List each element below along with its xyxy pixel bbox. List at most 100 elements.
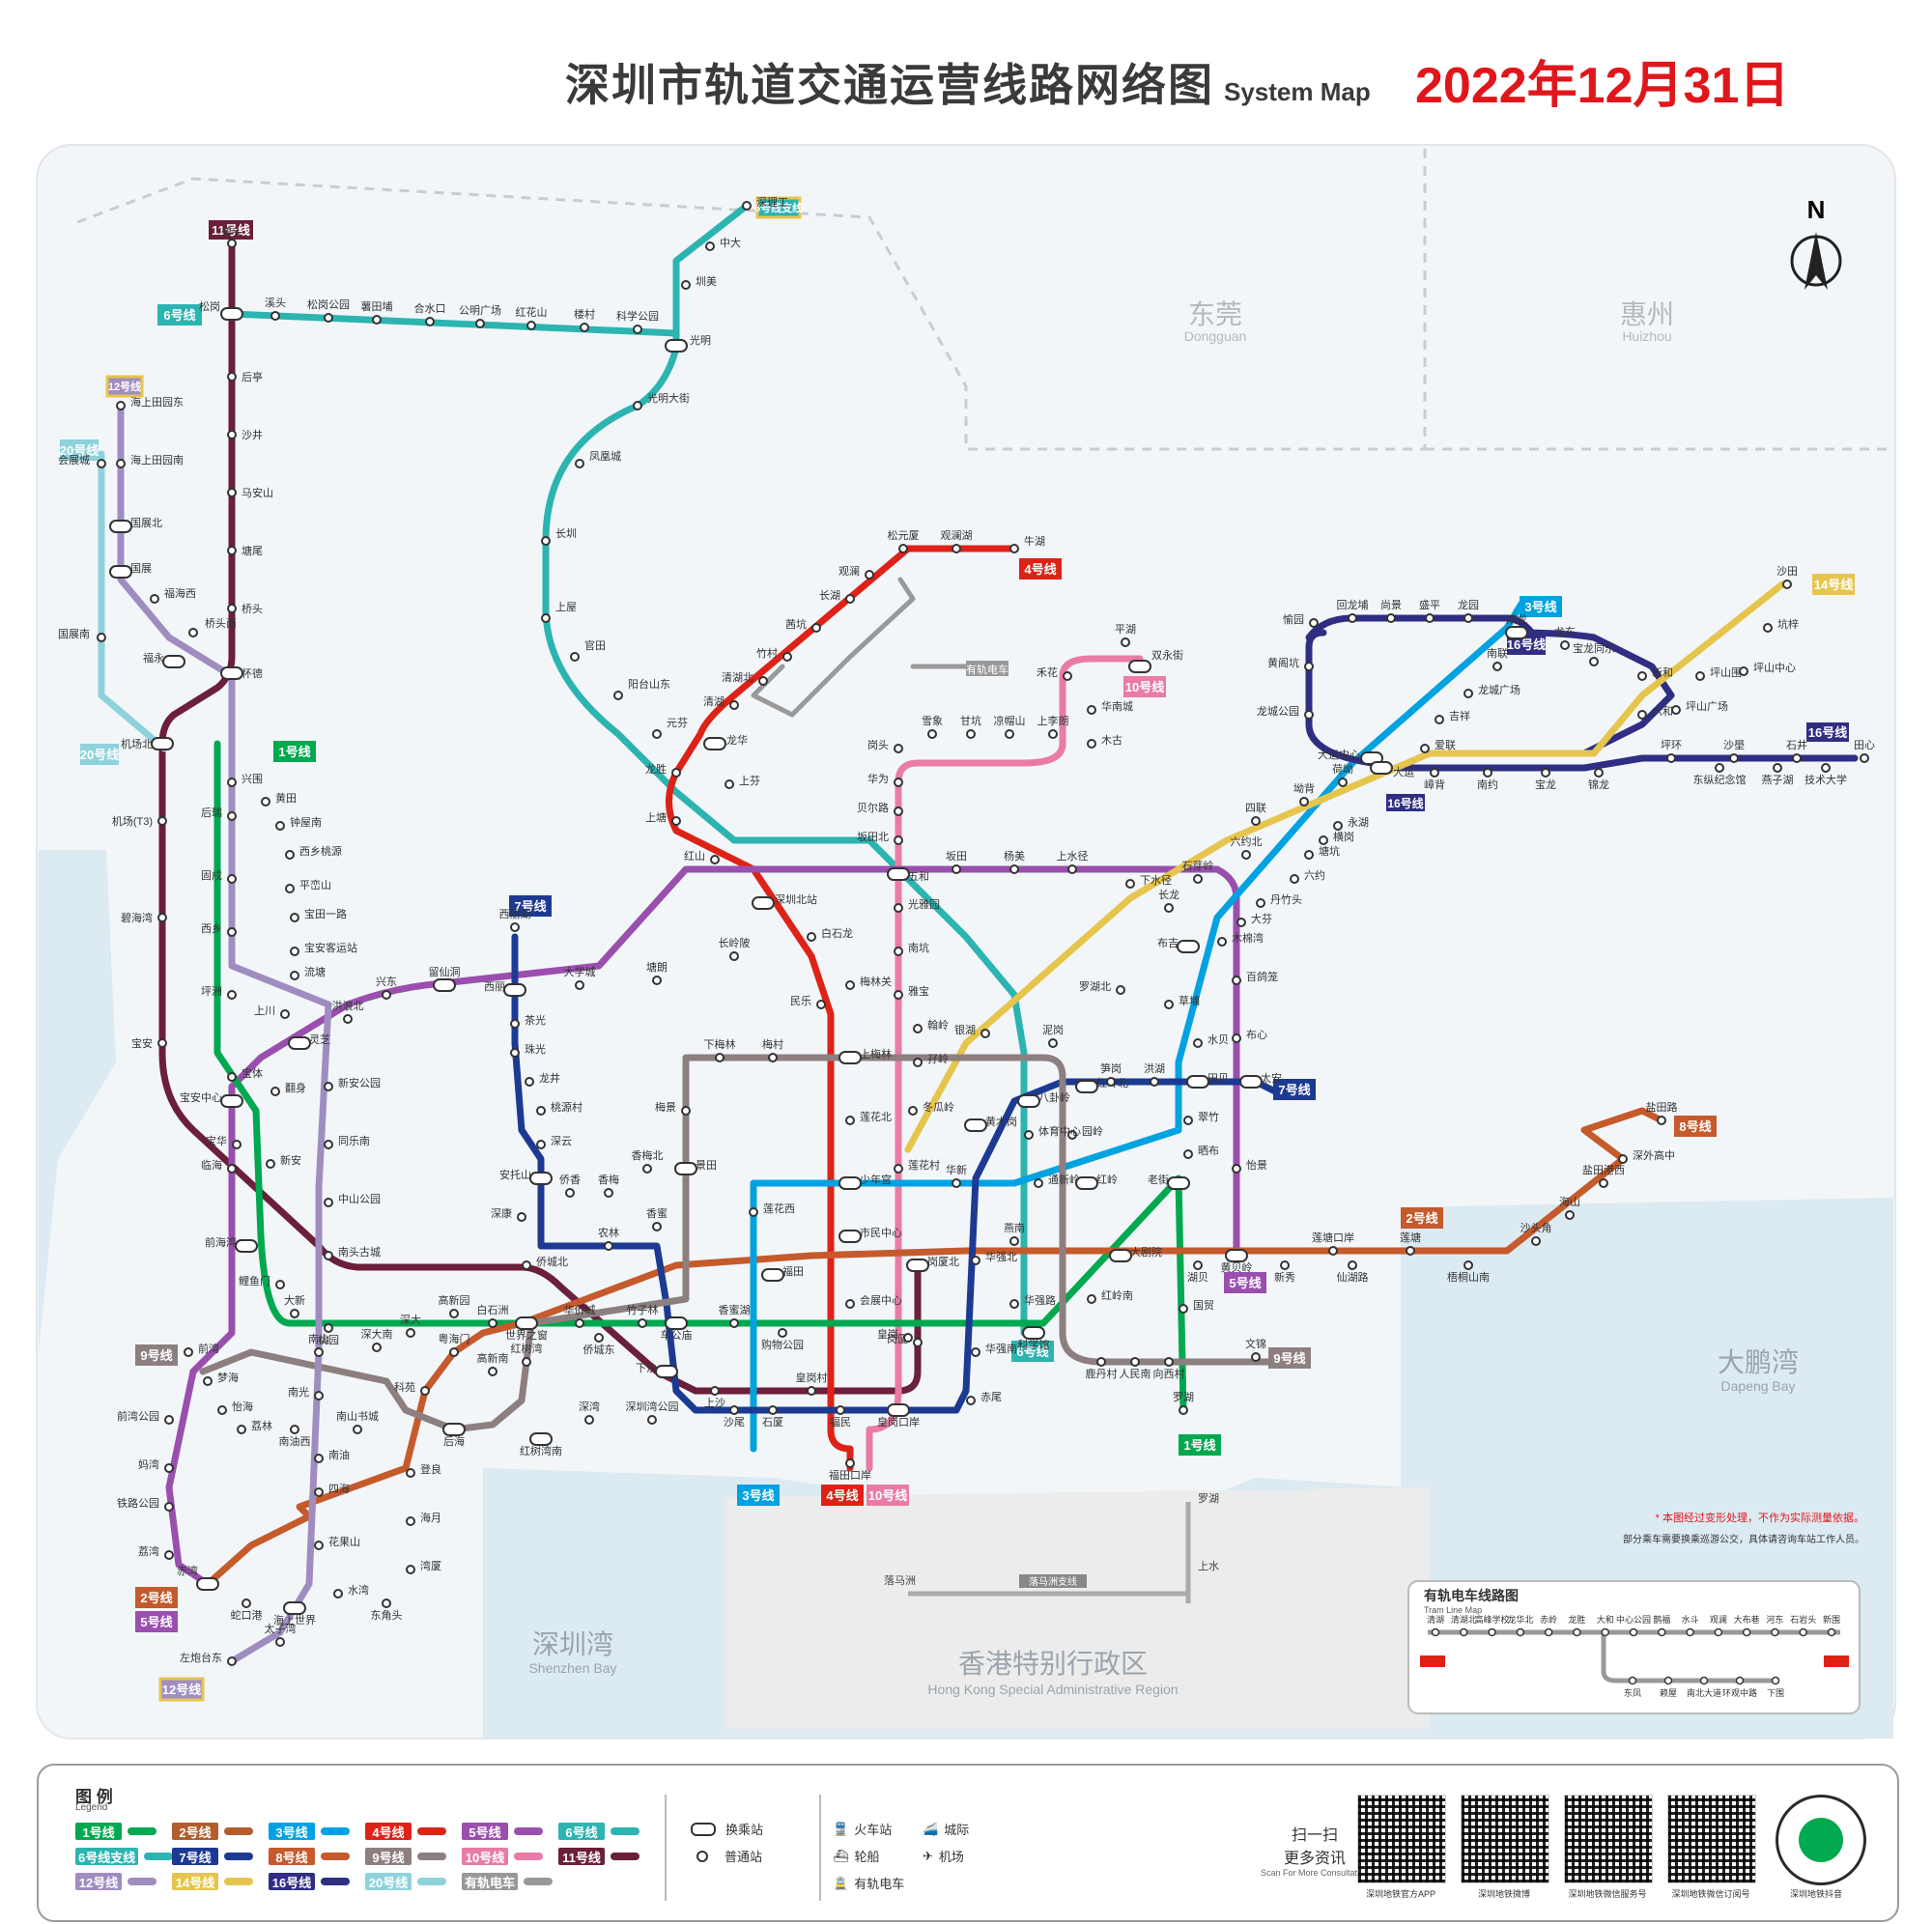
station-baoanzx[interactable]: 宝安中心 (180, 1090, 243, 1108)
station-baolong[interactable]: 宝龙同乐 (1573, 641, 1615, 666)
station-lianhuaxi[interactable]: 莲花西 (749, 1202, 795, 1217)
badge-line-6-west[interactable] (157, 304, 202, 325)
station-huangbeiling[interactable]: 黄贝岭 (1221, 1249, 1253, 1274)
station-honghuashan[interactable]: 红花山 (516, 306, 548, 330)
station-yanzi[interactable]: 燕子湖 (1762, 763, 1794, 786)
station-fuyong[interactable]: 福永 (143, 651, 185, 668)
station-longjing[interactable]: 龙井 (525, 1071, 560, 1087)
station-shangli[interactable]: 上李朗 (1037, 714, 1069, 739)
station-changhu[interactable]: 长湖 (819, 589, 855, 604)
station-shaoniangong[interactable]: 少年宫 (838, 1173, 892, 1190)
station-kexueguan[interactable]: 科学馆 (1018, 1326, 1050, 1351)
station-yinhu[interactable]: 银湖 (954, 1023, 990, 1038)
station-dafen[interactable]: 大芬 (1236, 912, 1272, 927)
station-silian[interactable]: 四联 (1245, 802, 1266, 826)
station-qianwanpark[interactable]: 前湾公园 (117, 1409, 174, 1425)
station-shangchuan[interactable]: 上川 (254, 1004, 290, 1019)
station-xiashuijing[interactable]: 下水径 (1125, 874, 1172, 889)
station-cuizhu[interactable]: 翠竹 (1183, 1110, 1219, 1125)
station-haiyue[interactable]: 海月 (406, 1511, 441, 1526)
station-qianhaiwan[interactable]: 前海湾 (205, 1235, 258, 1253)
station-huaide[interactable]: 怀德 (220, 666, 263, 680)
station-dengliang[interactable]: 登良 (406, 1462, 441, 1478)
station-xiangxicun[interactable]: 向西村 (1153, 1357, 1185, 1380)
station-shuangyong[interactable]: 双永街 (1128, 648, 1183, 673)
station-buji[interactable]: 布吉 (1157, 937, 1200, 953)
badge-line-1-east[interactable] (1179, 1434, 1221, 1456)
station-yiqi[interactable]: 怡海 (217, 1400, 253, 1415)
station-bantianbei[interactable]: 坂田北 (857, 831, 903, 845)
station-xiangmeibei[interactable]: 香梅北 (632, 1148, 664, 1174)
station-futian[interactable]: 福民 (830, 1405, 851, 1429)
station-huaqiangbei[interactable]: 华强北 (971, 1250, 1017, 1265)
station-shenzhenwanpark[interactable]: 深圳湾公园 (626, 1400, 679, 1425)
station-liwan[interactable]: 荔湾 (138, 1544, 174, 1560)
station-hubei[interactable]: 湖贝 (1187, 1260, 1208, 1284)
station-gouwugongyuan[interactable]: 购物公园 (761, 1328, 804, 1351)
station-guantian[interactable]: 官田 (570, 638, 606, 662)
station-jingtian[interactable]: 景田 (674, 1159, 717, 1175)
station-xinanpark[interactable]: 新安公园 (324, 1076, 381, 1091)
station-yuehaimen[interactable]: 粤海门 (439, 1332, 470, 1357)
station-shijing[interactable]: 石井 (1786, 738, 1807, 763)
station-huangcheng[interactable]: 皇岗 (877, 1327, 913, 1343)
station-shangmeilin[interactable]: 上梅林 (838, 1047, 892, 1064)
station-huaqiang[interactable]: 华强南 (971, 1342, 1017, 1357)
badge-line-16-dayun[interactable] (1386, 794, 1425, 811)
station-shenzhenbei[interactable]: 深圳北站 (752, 892, 817, 910)
line-20-path[interactable] (98, 450, 168, 752)
station-yuanling[interactable]: 园岭 (1067, 1124, 1103, 1140)
station-wuhe[interactable]: 五和 (887, 867, 929, 883)
station-shijiezhichuang[interactable]: 世界之窗 (505, 1316, 548, 1342)
station-nanlian[interactable]: 南联 (1487, 647, 1508, 671)
station-shaxi[interactable]: 沙壆 (1723, 739, 1745, 763)
station-yannan[interactable]: 燕南 (1004, 1222, 1025, 1246)
station-antuo[interactable]: 安托山 (499, 1168, 553, 1185)
station-caopu[interactable]: 草埔 (1164, 995, 1200, 1009)
station-pingshanguangchang[interactable]: 坪山广场 (1671, 699, 1728, 715)
station-xianhu[interactable]: 仙湖路 (1337, 1260, 1369, 1284)
line-5-path[interactable] (165, 865, 1240, 1588)
station-dajuyuan[interactable]: 大剧院 (1109, 1245, 1162, 1262)
station-huangge[interactable]: 黄阁坑 (1267, 656, 1314, 671)
station-guanghua[interactable]: 光雅园 (894, 897, 940, 913)
station-baigelong[interactable]: 百鸽笼 (1232, 970, 1278, 985)
badge-line-16-east[interactable] (1806, 722, 1849, 742)
station-xikeng[interactable]: 嶂背 (1424, 768, 1445, 791)
badge-line-3-north[interactable] (1520, 596, 1562, 617)
station-laojie[interactable]: 老街 (1148, 1173, 1190, 1190)
station-yangtai[interactable]: 阳台山东 (613, 677, 670, 700)
station-zhongwulu[interactable]: 钟屋南 (275, 815, 322, 831)
station-chegongmiao[interactable]: 车公庙 (661, 1316, 693, 1342)
line-4-path[interactable] (666, 545, 1018, 1472)
station-qinghubei[interactable]: 清湖北 (722, 671, 768, 686)
station-shajing[interactable]: 沙井 (227, 428, 263, 441)
station-liuyue[interactable]: 六约北 (1231, 835, 1263, 860)
station-xinxiu[interactable]: 新秀 (1274, 1260, 1295, 1284)
station-danzhutou[interactable]: 丹竹头 (1256, 892, 1302, 908)
tram-path[interactable] (751, 577, 979, 718)
station-shuibei[interactable]: 水贝 (1193, 1033, 1229, 1048)
station-luohubei[interactable]: 罗湖北 (1079, 980, 1125, 995)
station-nongyuan[interactable]: 农林 (598, 1226, 619, 1251)
station-qiaoxiang[interactable]: 侨香 (559, 1174, 581, 1198)
line-12-path[interactable] (117, 402, 332, 1665)
station-tianxin[interactable]: 田心 (1854, 739, 1875, 763)
qr-code-weibo[interactable] (1461, 1795, 1549, 1883)
station-huaxin[interactable]: 华新 (946, 1163, 967, 1188)
station-xiangmihu[interactable]: 香蜜湖 (719, 1303, 751, 1328)
station-shazui[interactable]: 沙尾 (724, 1405, 745, 1429)
line-16-path[interactable] (1397, 754, 1859, 772)
station-mugu[interactable]: 木古 (1087, 734, 1122, 749)
station-futianzhan[interactable]: 福田 (761, 1264, 804, 1282)
station-guomao[interactable]: 国贸 (1179, 1299, 1214, 1314)
station-dongjiaotou[interactable]: 东角头 (371, 1599, 403, 1622)
station-honglingnan[interactable]: 红岭南 (1087, 1288, 1133, 1304)
station-haishan[interactable]: 海山 (1559, 1195, 1580, 1220)
station-zhongda[interactable]: 中大 (705, 236, 741, 251)
station-taiziwan[interactable]: 太子湾 (265, 1622, 297, 1647)
station-huangtian[interactable]: 黄田 (261, 791, 297, 806)
badge-line-12-south[interactable] (158, 1677, 205, 1702)
badge-line-9-east[interactable] (1268, 1347, 1311, 1369)
badge-line-5-east[interactable] (1224, 1272, 1266, 1293)
